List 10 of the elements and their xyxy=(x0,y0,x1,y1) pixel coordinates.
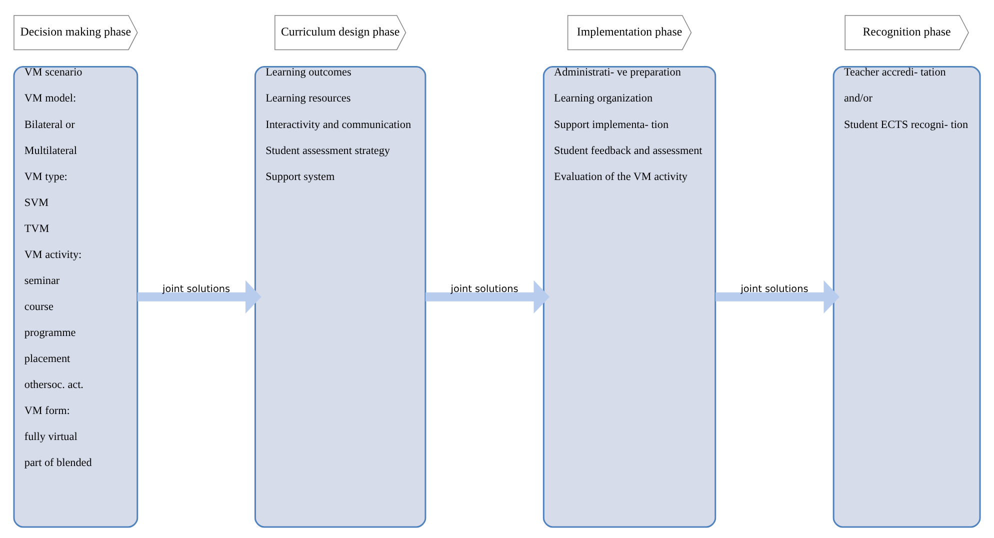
arrow xyxy=(426,280,550,314)
node-box: Teacher accredi- tation and/or Student ECTS recogni- tion xyxy=(832,66,981,528)
node-box: Administrati- ve preparation Learning organization Support implementa- tion Student feedback and assessment Evaluation of the VM activity xyxy=(542,66,716,528)
node-box: Learning outcomes Learning resources Interactivity and communication Student assessment strategy Support system xyxy=(254,66,426,528)
node-box: VM scenario VM model: Bilateral or Multilateral VM type: SVM TVM VM activity: seminar course programme placement othersoc. act. VM form: fully virtual part of blended xyxy=(13,66,138,528)
edge-label: joint solutions xyxy=(162,284,230,295)
edge-label: joint solutions xyxy=(740,284,808,295)
arrow xyxy=(716,280,840,314)
edge-label: joint solutions xyxy=(450,284,518,295)
arrow xyxy=(137,280,262,314)
